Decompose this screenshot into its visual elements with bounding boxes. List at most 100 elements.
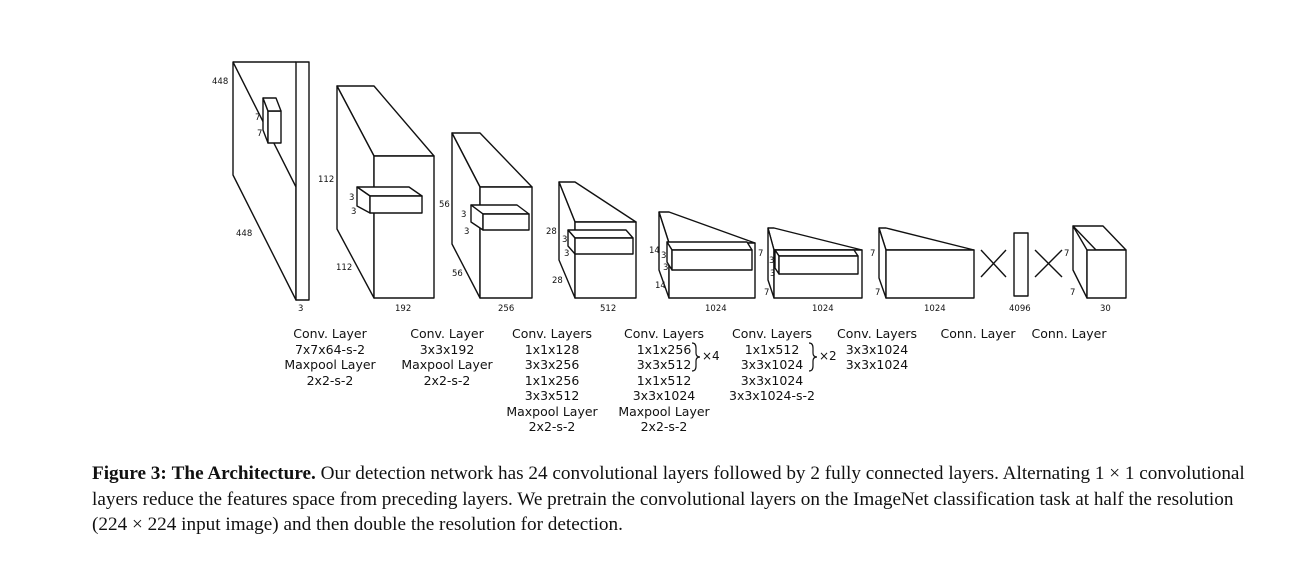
- kernel-cube-2: [470, 204, 530, 231]
- block-4-kernel-a-label: 3: [661, 251, 666, 261]
- input-kernel-cube: [262, 97, 282, 144]
- column-line: 3x3x512: [525, 388, 580, 403]
- layer-column-4: Conv. Layers 1x1x256 3x3x512 1x1x512 3x3…: [618, 326, 719, 434]
- column-line: 1x1x128: [525, 342, 580, 357]
- column-line: 3x3x1024: [741, 373, 804, 388]
- output-side-b-label: 7: [1070, 288, 1075, 298]
- column-title: Conv. Layers: [732, 326, 812, 341]
- block-4-depth-label: 1024: [705, 304, 727, 314]
- block-6-depth-label: 1024: [924, 304, 946, 314]
- input-height-label: 448: [212, 77, 228, 87]
- column-line: 3x3x192: [420, 342, 475, 357]
- output-depth-label: 30: [1100, 304, 1111, 314]
- fc-connector-2: [1034, 249, 1063, 278]
- column-line: Maxpool Layer: [506, 404, 598, 419]
- block-6-height-label: 7: [875, 288, 880, 298]
- block-5-side-label: 7: [758, 249, 763, 259]
- column-line: 3x3x1024: [846, 342, 909, 357]
- column-line: 7x7x64-s-2: [295, 342, 365, 357]
- layer-column-6: Conv. Layers 3x3x1024 3x3x1024: [837, 326, 917, 372]
- layer-column-7: Conn. Layer: [940, 326, 1016, 341]
- kernel-cube-3: [567, 229, 634, 255]
- kernel-cube-5: [774, 249, 859, 275]
- figure-caption: Figure 3: The Architecture. Our detectio…: [92, 461, 1252, 538]
- block-6-side-label: 7: [870, 249, 875, 259]
- fc-layer-4096: [1013, 232, 1029, 297]
- caption-title: The Architecture.: [171, 463, 316, 484]
- column-title: Conv. Layer: [410, 326, 484, 341]
- caption-text: Our detection network has 24 convolution…: [92, 463, 1245, 535]
- column-line: Maxpool Layer: [284, 357, 376, 372]
- repeat-brace-icon: [808, 342, 818, 372]
- block-3-kernel-a-label: 3: [562, 235, 567, 245]
- block-3-height-label: 28: [552, 276, 563, 286]
- block-3-side-label: 28: [546, 227, 557, 237]
- block-3-kernel-b-label: 3: [564, 249, 569, 259]
- output-tensor: [1072, 225, 1127, 299]
- input-kernel-b-label: 7: [257, 129, 262, 139]
- column-line: 3x3x256: [525, 357, 580, 372]
- block-4-side-label: 14: [649, 246, 660, 256]
- block-2-height-label: 56: [452, 269, 463, 279]
- output-side-a-label: 7: [1064, 249, 1069, 259]
- block-1-side-label: 112: [318, 175, 334, 185]
- column-title: Conn. Layer: [940, 326, 1016, 341]
- column-title: Conv. Layers: [837, 326, 917, 341]
- block-2-kernel-a-label: 3: [461, 210, 466, 220]
- column-line: Maxpool Layer: [618, 404, 710, 419]
- input-depth-label: 3: [298, 304, 303, 314]
- column-line: Maxpool Layer: [401, 357, 493, 372]
- block-1-height-label: 112: [336, 263, 352, 273]
- block-1-kernel-a-label: 3: [349, 193, 354, 203]
- column-line: 1x1x512: [745, 342, 800, 357]
- block-2-depth-label: 256: [498, 304, 514, 314]
- column-line: 2x2-s-2: [424, 373, 471, 388]
- layer-column-3: Conv. Layers 1x1x128 3x3x256 1x1x256 3x3…: [506, 326, 598, 434]
- block-1-depth-label: 192: [395, 304, 411, 314]
- fc-4096-label: 4096: [1009, 304, 1031, 314]
- column-line: 1x1x256: [637, 342, 692, 357]
- column-title: Conn. Layer: [1031, 326, 1107, 341]
- fc-connector-1: [980, 249, 1007, 278]
- block-4-height-label: 14: [655, 281, 666, 291]
- block-5-kernel-b-label: 3: [770, 269, 775, 279]
- column-line: 2x2-s-2: [529, 419, 576, 434]
- block-3-depth-label: 512: [600, 304, 616, 314]
- repeat-multiplier: ×2: [819, 349, 837, 363]
- column-title: Conv. Layers: [512, 326, 592, 341]
- block-1-kernel-b-label: 3: [351, 207, 356, 217]
- feature-block-6: [878, 227, 975, 299]
- input-width-label: 448: [236, 229, 252, 239]
- layer-column-8: Conn. Layer: [1031, 326, 1107, 341]
- block-5-height-label: 7: [764, 288, 769, 298]
- block-2-kernel-b-label: 3: [464, 227, 469, 237]
- block-5-kernel-a-label: 3: [769, 256, 774, 266]
- repeat-multiplier: ×4: [702, 349, 720, 363]
- column-line: 3x3x1024: [741, 357, 804, 372]
- figure-label: Figure 3:: [92, 463, 167, 484]
- input-image-slab: [232, 61, 310, 301]
- dimension-labels: 448 448 3 7 7 112 112 192 3 3 56 56 256 …: [212, 77, 1111, 314]
- column-line: 3x3x512: [637, 357, 692, 372]
- block-5-depth-label: 1024: [812, 304, 834, 314]
- layer-column-5: Conv. Layers 1x1x512 3x3x1024 3x3x1024 3…: [729, 326, 837, 403]
- block-2-side-label: 56: [439, 200, 450, 210]
- column-line: 2x2-s-2: [641, 419, 688, 434]
- layer-column-2: Conv. Layer 3x3x192 Maxpool Layer 2x2-s-…: [401, 326, 493, 388]
- architecture-diagram: 448 448 3 7 7 112 112 192 3 3 56 56 256 …: [212, 61, 1127, 434]
- layer-column-1: Conv. Layer 7x7x64-s-2 Maxpool Layer 2x2…: [284, 326, 376, 388]
- column-title: Conv. Layers: [624, 326, 704, 341]
- input-kernel-a-label: 7: [255, 113, 260, 123]
- column-line: 1x1x512: [637, 373, 692, 388]
- column-line: 3x3x1024: [846, 357, 909, 372]
- column-line: 3x3x1024: [633, 388, 696, 403]
- column-title: Conv. Layer: [293, 326, 367, 341]
- column-line: 2x2-s-2: [307, 373, 354, 388]
- column-line: 1x1x256: [525, 373, 580, 388]
- kernel-cube-1: [356, 186, 423, 214]
- kernel-cube-4: [666, 241, 753, 271]
- block-4-kernel-b-label: 3: [663, 263, 668, 273]
- repeat-brace-icon: [691, 342, 701, 372]
- column-line: 3x3x1024-s-2: [729, 388, 815, 403]
